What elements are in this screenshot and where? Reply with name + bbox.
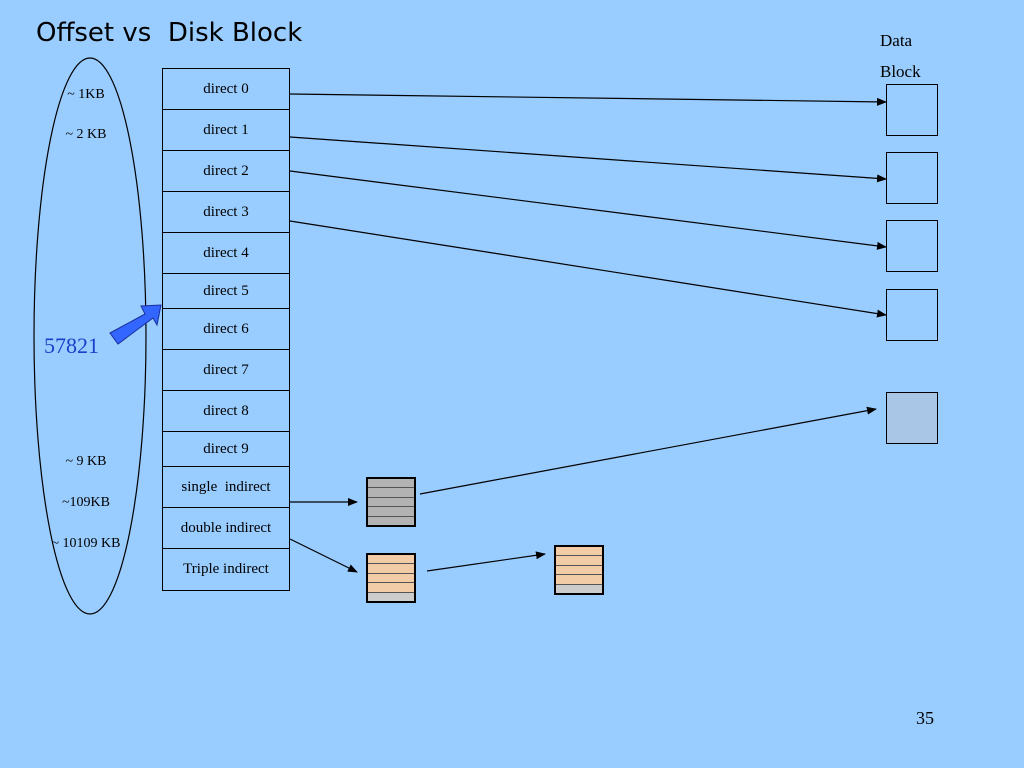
arrow-direct0 xyxy=(289,93,887,106)
offset-label: ~ 10109 KB xyxy=(51,536,121,551)
arrow-double-indirect xyxy=(289,538,358,573)
data-block-filled xyxy=(886,392,938,444)
pointer-arrow xyxy=(109,304,162,345)
offset-label: ~109KB xyxy=(61,495,111,510)
inode-row: direct 8 xyxy=(163,391,289,432)
inode-row: direct 6 xyxy=(163,309,289,350)
data-block xyxy=(886,289,938,341)
arrow-double-level2 xyxy=(426,551,546,572)
inode-row: direct 3 xyxy=(163,192,289,233)
inode-row: Triple indirect xyxy=(183,561,269,577)
offset-label: ~ 1KB xyxy=(67,87,105,102)
arrow-direct2 xyxy=(289,170,887,250)
data-block-label-line1: Data xyxy=(880,31,913,50)
arrow-direct1 xyxy=(289,136,887,183)
double-indirect-block xyxy=(366,553,416,603)
page-number: 35 xyxy=(916,708,934,728)
inode-row: direct 4 xyxy=(163,233,289,274)
data-block xyxy=(886,84,938,136)
single-indirect-block xyxy=(366,477,416,527)
offset-label: ~ 9 KB xyxy=(65,454,107,469)
slide-title: Offset vs Disk Block xyxy=(36,18,303,48)
inode-row: double indirect xyxy=(163,508,289,549)
inode-row: direct 9 xyxy=(163,432,289,467)
inode-row: direct 1 xyxy=(163,110,289,151)
inode-block-table: direct 0 direct 1 direct 2 direct 3 dire… xyxy=(162,68,290,591)
offset-range-ellipse xyxy=(33,57,147,615)
inode-row: direct 0 xyxy=(163,69,289,110)
data-block xyxy=(886,152,938,204)
inode-row: direct 2 xyxy=(163,151,289,192)
inode-row: single indirect xyxy=(163,467,289,508)
data-block xyxy=(886,220,938,272)
arrow-indirect-to-data xyxy=(419,406,877,495)
inode-row: direct 5 xyxy=(163,274,289,309)
data-block-label-line2: Block xyxy=(880,62,921,81)
offset-label: ~ 2 KB xyxy=(65,127,107,142)
inode-row: direct 7 xyxy=(163,350,289,391)
data-block-label: Data Block xyxy=(880,25,921,87)
double-indirect-level2-block xyxy=(554,545,604,595)
arrow-direct3 xyxy=(289,220,887,318)
highlighted-offset: 57821 xyxy=(44,333,99,358)
